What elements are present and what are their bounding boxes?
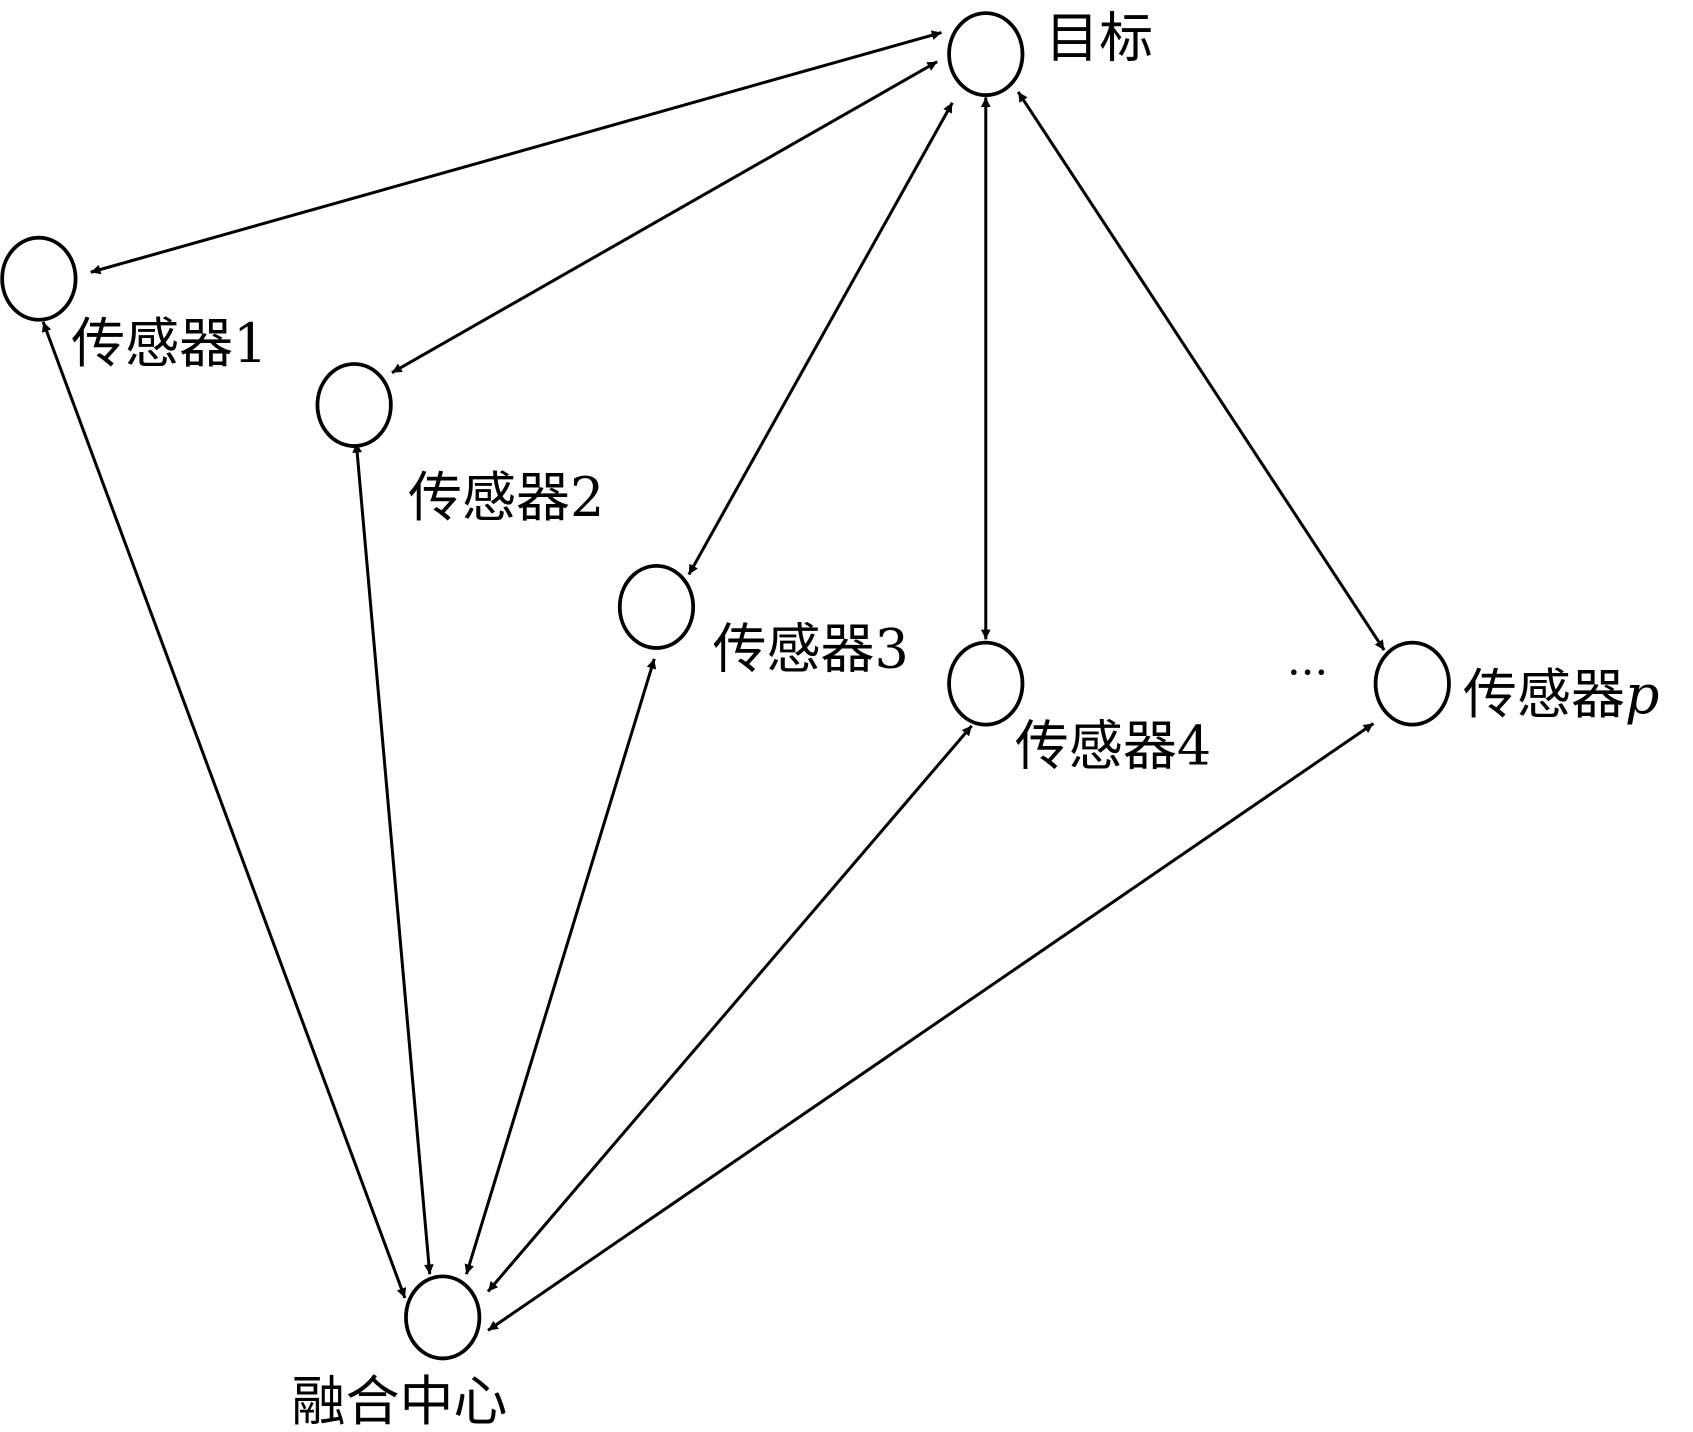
label-sensor1: 传感器1 bbox=[71, 312, 267, 375]
edge-fusion-sensor3 bbox=[464, 658, 657, 1275]
edge-fusion-sensor2 bbox=[352, 442, 434, 1275]
ellipsis: ··· bbox=[1287, 648, 1328, 698]
label-sensor3: 传感器3 bbox=[713, 617, 909, 680]
labels: 目标 传感器1 传感器2 传感器3 传感器4 ··· 传感器p 融合中心 bbox=[71, 6, 1659, 1432]
node-sensor1 bbox=[0, 235, 78, 322]
nodes bbox=[0, 11, 1451, 1361]
edge-target-sensorp bbox=[1016, 91, 1386, 651]
edge-fusion-sensor4 bbox=[486, 724, 973, 1293]
label-fusion: 融合中心 bbox=[292, 1370, 508, 1432]
edge-target-sensor3 bbox=[687, 101, 954, 576]
edges bbox=[41, 30, 1386, 1332]
edge-fusion-sensorp bbox=[487, 722, 1375, 1332]
label-sensor2: 传感器2 bbox=[408, 466, 604, 529]
node-sensor2 bbox=[315, 362, 393, 448]
edge-fusion-sensor1 bbox=[41, 321, 407, 1299]
label-sensorp-suffix: p bbox=[1625, 663, 1660, 726]
label-target: 目标 bbox=[1045, 6, 1153, 69]
edge-target-sensor2 bbox=[391, 60, 938, 374]
label-sensor4: 传感器4 bbox=[1015, 715, 1211, 778]
node-sensorp bbox=[1373, 640, 1451, 727]
label-sensorp: 传感器p bbox=[1463, 663, 1659, 726]
node-target bbox=[947, 11, 1025, 98]
label-sensorp-prefix: 传感器 bbox=[1463, 663, 1625, 726]
node-sensor3 bbox=[617, 564, 696, 650]
edge-target-sensor1 bbox=[90, 30, 942, 275]
node-sensor4 bbox=[947, 640, 1025, 727]
node-fusion bbox=[404, 1274, 482, 1361]
